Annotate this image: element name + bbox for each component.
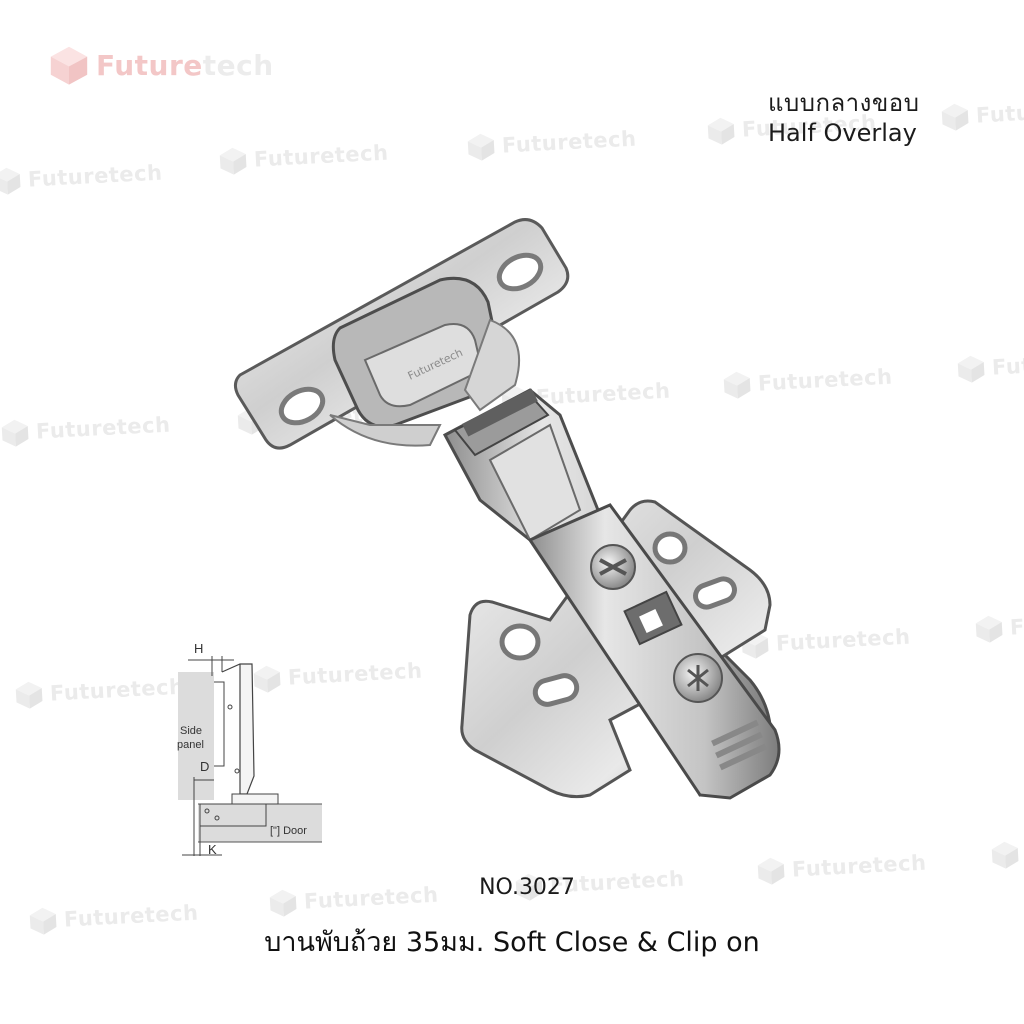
cube-logo-icon xyxy=(957,355,985,383)
half-overlay-diagram: H Side panel D K ["] Door xyxy=(177,641,322,857)
watermark: Futuretech xyxy=(13,672,185,711)
watermark: Futuretech xyxy=(217,138,389,177)
cube-logo-icon xyxy=(991,841,1019,869)
watermark-text: Futuretech xyxy=(49,674,186,706)
watermark-text: Futuretech xyxy=(1009,608,1024,640)
product-caption: บานพับถ้วย 35มม. Soft Close & Clip on xyxy=(264,927,760,958)
dimension-k-label: K xyxy=(208,842,217,857)
side-panel-label-2: panel xyxy=(177,739,204,751)
watermark-text: Futuretech xyxy=(975,96,1024,128)
arm-front xyxy=(527,503,781,800)
overlay-type-thai: แบบกลางขอบ xyxy=(768,89,920,117)
watermark-text: Futuretech xyxy=(253,140,390,172)
side-panel-label-1: Side xyxy=(180,725,202,737)
cube-logo-icon xyxy=(941,103,969,131)
hinge-product-image: Futuretech xyxy=(233,218,781,800)
door-shape xyxy=(198,804,322,842)
cup-plate: Futuretech xyxy=(233,218,570,450)
cube-logo-icon xyxy=(219,147,247,175)
watermark: Futuretech xyxy=(989,832,1024,871)
watermark: Futuretech xyxy=(0,410,171,449)
brand-logo: Futuretech xyxy=(48,44,274,86)
door-label: ["] Door xyxy=(270,825,307,837)
model-number: NO.3027 xyxy=(479,875,575,900)
watermark-text: Futuretech xyxy=(35,412,172,444)
cube-logo-icon xyxy=(1,419,29,447)
cube-logo-icon xyxy=(15,681,43,709)
watermark: Futuretech xyxy=(465,124,637,163)
watermark: Futuretech xyxy=(955,346,1024,385)
cube-logo-icon xyxy=(975,615,1003,643)
watermark: Futuretech xyxy=(973,606,1024,645)
overlay-type-english: Half Overlay xyxy=(768,119,917,147)
watermark-text: Futuretech xyxy=(991,348,1024,380)
cube-logo-icon xyxy=(0,167,21,195)
cube-logo-icon xyxy=(707,117,735,145)
brand-name-part1: Future xyxy=(96,48,203,82)
watermark-text: Futuretech xyxy=(501,126,638,158)
brand-name-part2: tech xyxy=(202,48,274,82)
cube-logo-icon xyxy=(467,133,495,161)
dimension-h-label: H xyxy=(194,641,203,656)
watermark: Futuretech xyxy=(0,158,163,197)
watermark: Futuretech xyxy=(939,94,1024,133)
side-panel-shape xyxy=(178,672,214,800)
cube-logo-icon xyxy=(50,46,88,85)
overlay-type-block: แบบกลางขอบ Half Overlay xyxy=(768,88,919,148)
dimension-d-label: D xyxy=(200,759,209,774)
watermark-text: Futuretech xyxy=(27,160,164,192)
